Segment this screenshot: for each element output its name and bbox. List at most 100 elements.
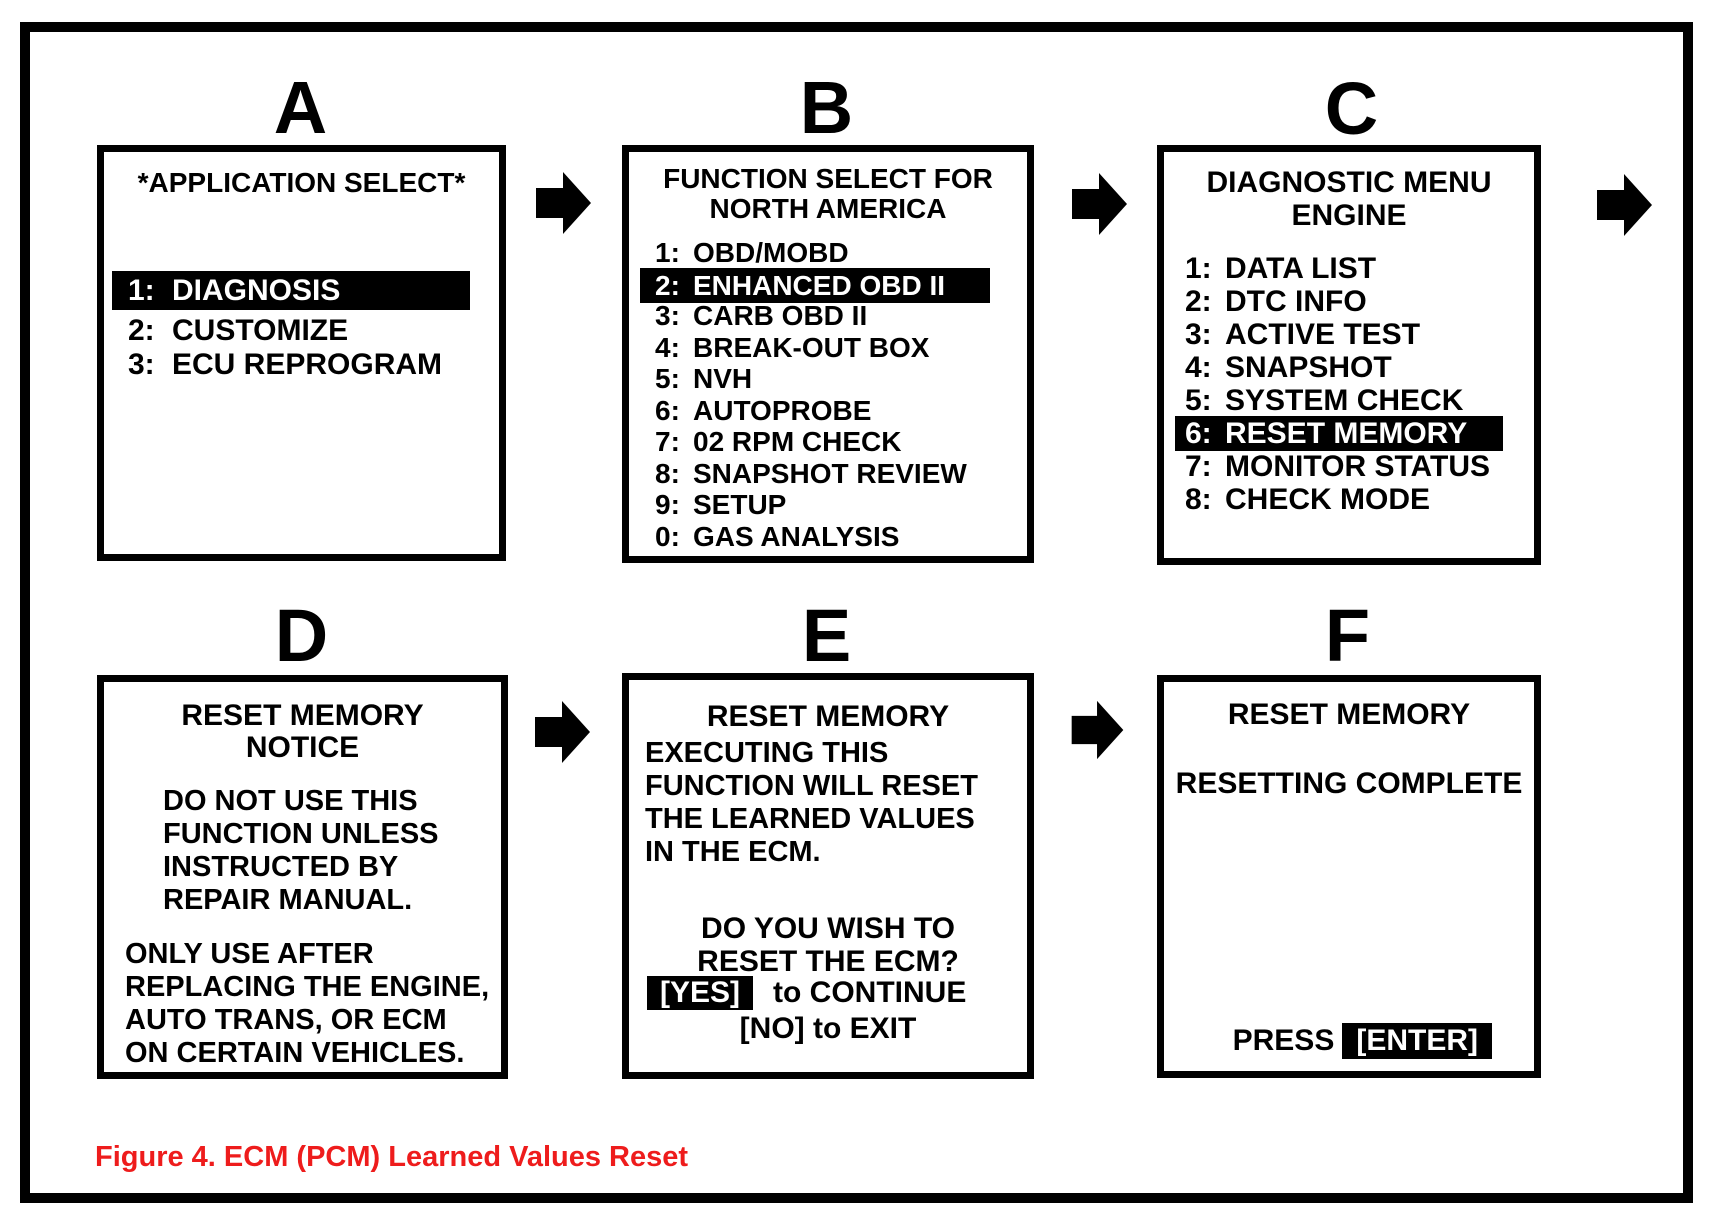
step-letter-b: B xyxy=(799,66,855,149)
flow-arrow-icon xyxy=(1072,173,1127,235)
menu-item-number: 0: xyxy=(655,520,680,552)
press-enter-line: PRESS[ENTER] xyxy=(1233,1023,1492,1059)
menu-item-enhanced-obd2-selected: 2: ENHANCED OBD II xyxy=(640,267,990,303)
screen-title: RESET MEMORY xyxy=(1227,698,1471,731)
confirmation-body-text: EXECUTING THIS FUNCTION WILL RESET THE L… xyxy=(645,737,978,868)
step-letter-a: A xyxy=(273,66,329,149)
screen-resetting-complete: RESET MEMORY RESETTING COMPLETE PRESS[EN… xyxy=(1157,675,1541,1078)
flow-arrow-icon xyxy=(536,172,591,234)
menu-item-label: CARB OBD II xyxy=(693,300,868,331)
screen-application-select: *APPLICATION SELECT* 1: DIAGNOSIS 2: CUSTO… xyxy=(97,145,506,561)
menu-item-diagnosis-selected: 1: DIAGNOSIS xyxy=(112,271,470,310)
menu-item-label: ECU REPROGRAM xyxy=(172,348,443,381)
menu-item-number: 1: xyxy=(128,274,155,307)
menu-item-dtc-info: 2: DTC INFO xyxy=(1164,285,1534,318)
menu-item-number: 9: xyxy=(655,489,680,520)
menu-item-number: 1: xyxy=(1185,252,1212,285)
menu-item-label: MONITOR STATUS xyxy=(1225,450,1490,483)
menu-item-label: AUTOPROBE xyxy=(693,394,872,426)
menu-item-reset-memory-selected: 6: RESET MEMORY xyxy=(1175,416,1503,451)
screen-title: DIAGNOSTIC MENU ENGINE xyxy=(1206,166,1492,232)
menu-item-obd-mobd: 1:OBD/MOBD xyxy=(629,237,1027,269)
menu-item-setup: 9: SETUP xyxy=(629,489,1027,521)
menu-item-number: 2: xyxy=(655,269,680,301)
notice-warning-text: DO NOT USE THIS FUNCTION UNLESS INSTRUCT… xyxy=(163,785,439,916)
menu-item-label: BREAK-OUT BOX xyxy=(693,331,930,363)
step-letter-c: C xyxy=(1324,67,1380,150)
menu-item-number: 2: xyxy=(128,314,155,347)
menu-item-label: NVH xyxy=(693,363,753,394)
menu-item-autoprobe: 6: AUTOPROBE xyxy=(629,395,1027,427)
reset-status-text: RESETTING COMPLETE xyxy=(1175,767,1523,800)
menu-item-number: 7: xyxy=(655,426,680,457)
yes-option-line: [YES] to CONTINUE xyxy=(647,976,1027,1010)
screen-title: *APPLICATION SELECT* xyxy=(137,167,466,198)
menu-item-carb-obd2: 3: CARB OBD II xyxy=(629,300,1027,332)
flow-arrow-icon xyxy=(535,701,590,763)
menu-item-label: RESET MEMORY xyxy=(1225,417,1468,450)
menu-item-number: 3: xyxy=(128,348,155,381)
no-option-line: [NO] to EXIT xyxy=(739,1012,917,1045)
step-letter-e: E xyxy=(801,594,853,677)
flow-arrow-icon xyxy=(1071,700,1124,760)
menu-item-monitor-status: 7: MONITOR STATUS xyxy=(1164,450,1534,483)
menu-item-label: CUSTOMIZE xyxy=(172,314,349,347)
menu-item-break-out-box: 4: BREAK-OUT BOX xyxy=(629,332,1027,364)
menu-item-o2-rpm-check: 7: 02 RPM CHECK xyxy=(629,426,1027,458)
menu-item-system-check: 5: SYSTEM CHECK xyxy=(1164,384,1534,417)
menu-item-number: 8: xyxy=(655,457,680,489)
menu-item-label: ACTIVE TEST xyxy=(1225,318,1421,351)
menu-item-label: ENHANCED OBD II xyxy=(693,269,946,301)
screen-title: RESET MEMORY xyxy=(706,700,950,733)
yes-action-label: to CONTINUE xyxy=(773,976,967,1009)
screen-reset-confirmation: RESET MEMORY EXECUTING THIS FUNCTION WIL… xyxy=(622,673,1034,1079)
step-letter-d: D xyxy=(274,594,330,677)
screen-function-select: FUNCTION SELECT FOR NORTH AMERICA 1:OBD/… xyxy=(622,145,1034,563)
screen-reset-memory-notice: RESET MEMORY NOTICE DO NOT USE THIS FUNC… xyxy=(97,675,508,1079)
screen-title: FUNCTION SELECT FOR NORTH AMERICA xyxy=(663,163,993,224)
figure-caption: Figure 4. ECM (PCM) Learned Values Reset xyxy=(95,1141,689,1173)
menu-item-number: 7: xyxy=(1185,450,1212,483)
menu-item-number: 1: xyxy=(655,237,680,268)
menu-item-label: DTC INFO xyxy=(1225,285,1367,318)
menu-item-label: 02 RPM CHECK xyxy=(693,426,902,457)
menu-item-number: 4: xyxy=(655,331,680,363)
flow-arrow-icon xyxy=(1597,174,1652,236)
menu-item-number: 4: xyxy=(1185,351,1212,384)
menu-item-number: 8: xyxy=(1185,483,1212,516)
menu-item-label: SETUP xyxy=(693,489,787,520)
menu-item-active-test: 3: ACTIVE TEST xyxy=(1164,318,1534,351)
menu-item-customize: 2: CUSTOMIZE xyxy=(104,314,499,348)
menu-item-number: 2: xyxy=(1185,285,1212,318)
menu-item-data-list: 1: DATA LIST xyxy=(1164,252,1534,285)
menu-item-snapshot-review: 8: SNAPSHOT REVIEW xyxy=(629,458,1027,490)
menu-list: 1:OBD/MOBD 2: ENHANCED OBD II 3: CARB OBD … xyxy=(629,237,1027,552)
screen-diagnostic-menu: DIAGNOSTIC MENU ENGINE 1: DATA LIST 2: DTC… xyxy=(1157,145,1541,565)
menu-item-snapshot: 4: SNAPSHOT xyxy=(1164,351,1534,384)
menu-item-label: SYSTEM CHECK xyxy=(1225,384,1464,417)
step-letter-f: F xyxy=(1324,594,1372,677)
menu-item-label: GAS ANALYSIS xyxy=(693,520,900,552)
confirmation-question: DO YOU WISH TO RESET THE ECM? xyxy=(697,912,959,978)
menu-item-number: 5: xyxy=(1185,384,1212,417)
menu-item-gas-analysis: 0: GAS ANALYSIS xyxy=(629,521,1027,553)
menu-item-label: CHECK MODE xyxy=(1225,483,1431,516)
menu-item-number: 6: xyxy=(1185,417,1212,450)
menu-item-number: 3: xyxy=(1185,318,1212,351)
notice-usage-text: ONLY USE AFTER REPLACING THE ENGINE, AUT… xyxy=(125,938,490,1069)
menu-item-number: 3: xyxy=(655,300,680,331)
menu-item-label: SNAPSHOT REVIEW xyxy=(693,457,967,489)
menu-list: 1: DIAGNOSIS 2: CUSTOMIZE 3: ECU REPROGRAM xyxy=(104,271,499,382)
yes-keycap: [YES] xyxy=(647,976,754,1010)
menu-item-number: 6: xyxy=(655,394,680,426)
menu-item-label: DIAGNOSIS xyxy=(172,274,341,307)
menu-item-ecu-reprogram: 3: ECU REPROGRAM xyxy=(104,348,499,382)
enter-keycap: [ENTER] xyxy=(1342,1023,1492,1059)
menu-item-check-mode: 8: CHECK MODE xyxy=(1164,483,1534,516)
menu-item-nvh: 5:NVH xyxy=(629,363,1027,395)
menu-list: 1: DATA LIST 2: DTC INFO 3: ACTIVE TEST 4: S… xyxy=(1164,252,1534,516)
menu-item-label: SNAPSHOT xyxy=(1225,351,1392,384)
screen-title: RESET MEMORY NOTICE xyxy=(181,699,424,764)
menu-item-label: DATA LIST xyxy=(1225,252,1377,285)
